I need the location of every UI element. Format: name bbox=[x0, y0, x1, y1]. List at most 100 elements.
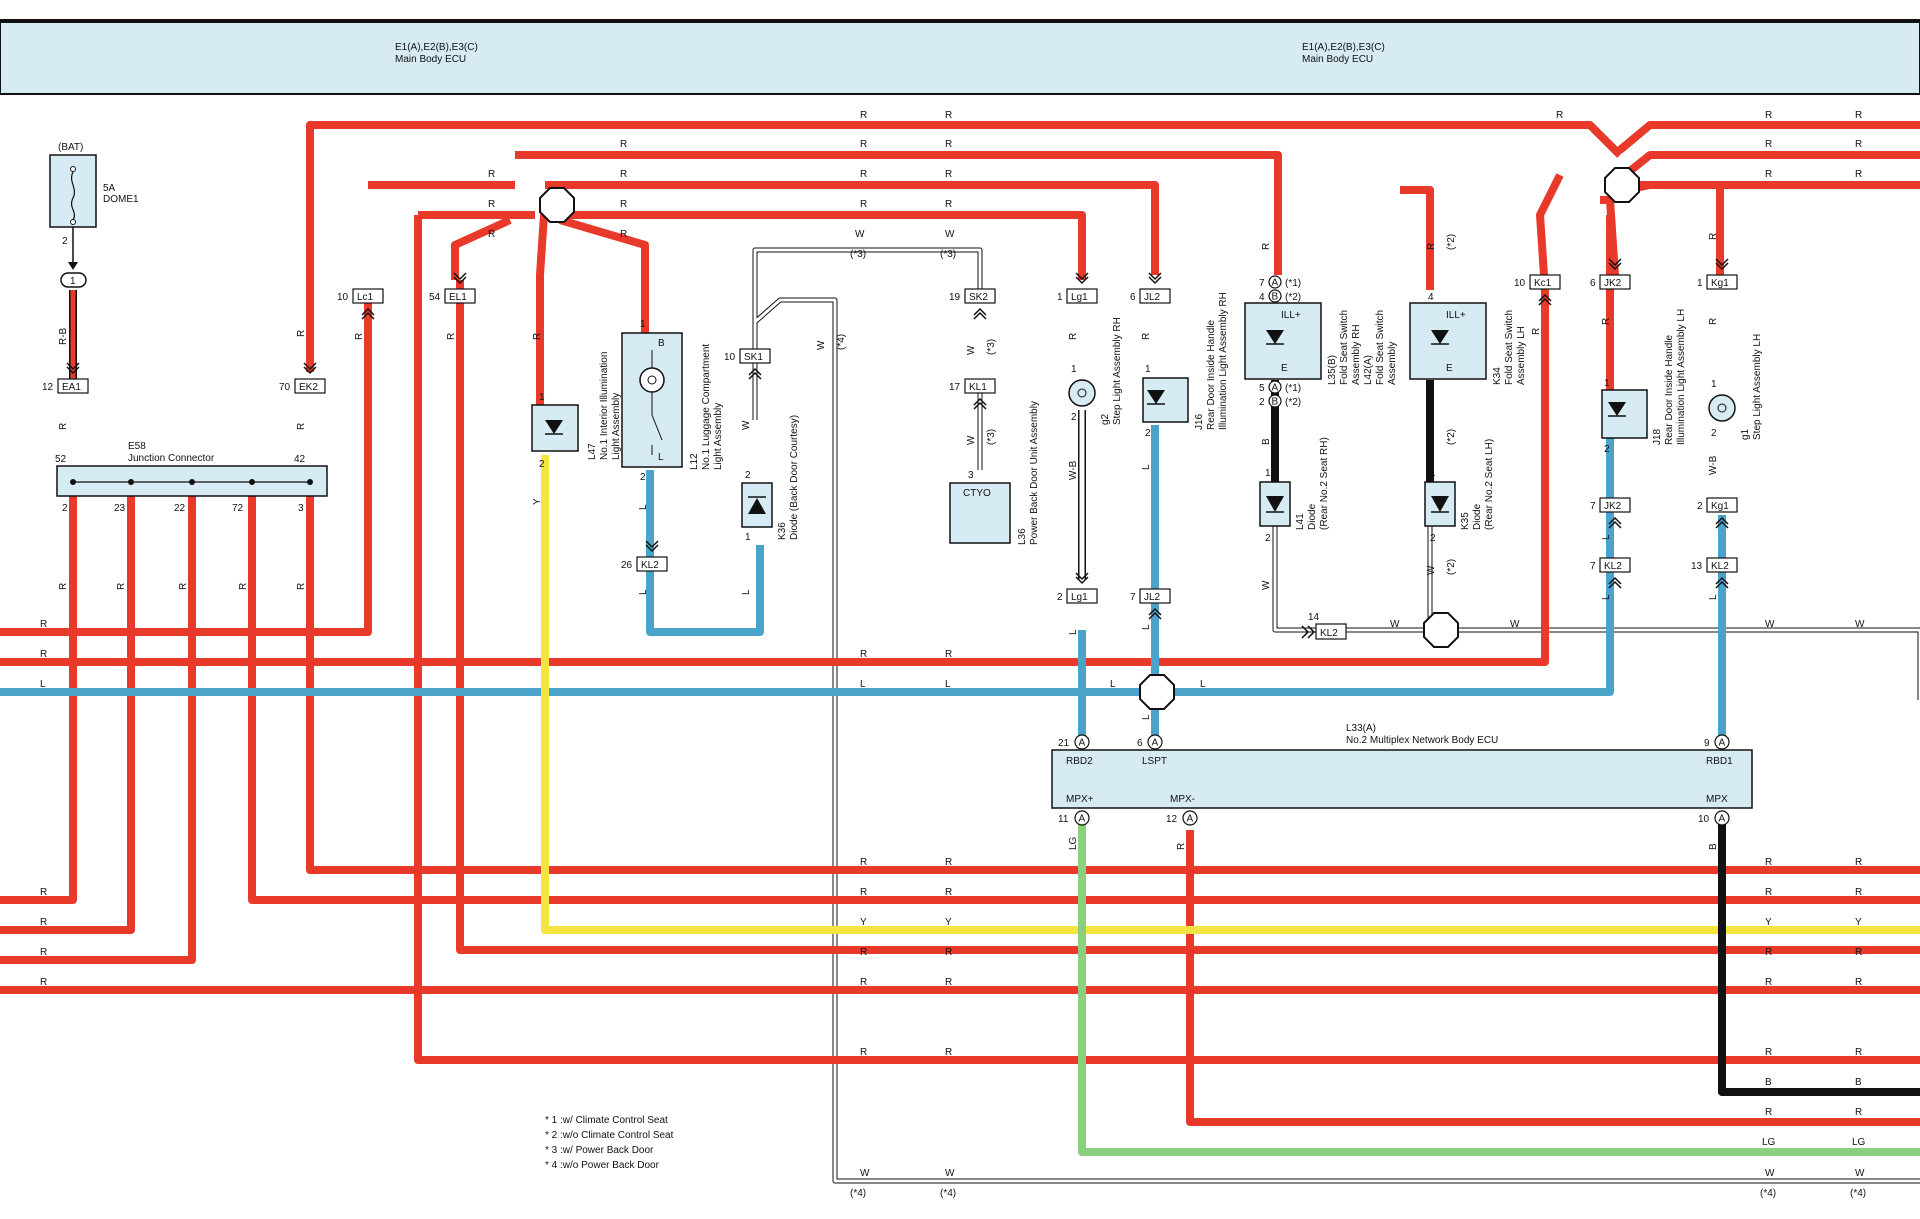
l12-name1: No.1 Luggage Compartment bbox=[701, 344, 712, 470]
connector-box bbox=[352, 288, 384, 304]
note-2: * 2 :w/o Climate Control Seat bbox=[545, 1130, 674, 1141]
connector-box bbox=[1139, 588, 1171, 604]
wire-color-label: LG bbox=[1762, 1137, 1776, 1148]
wire-color-label: W bbox=[860, 1168, 870, 1179]
connector-name: JL2 bbox=[1144, 592, 1161, 603]
wire-color-label: Y bbox=[532, 498, 543, 505]
wire-color-label: B bbox=[1261, 438, 1272, 445]
connector-name: SK2 bbox=[969, 292, 988, 303]
k36-name: Diode (Back Door Courtesy) bbox=[789, 415, 800, 540]
connector-box bbox=[1066, 588, 1098, 604]
terminal-pin: 12 bbox=[1166, 814, 1178, 825]
l12-code: L12 bbox=[689, 453, 700, 470]
wire-color-label: R bbox=[1765, 139, 1772, 150]
connector-pin: 13 bbox=[1691, 561, 1703, 572]
wire-color-label: R bbox=[238, 583, 249, 590]
ecu-terminal: A12 bbox=[1166, 810, 1198, 826]
k35-name1: Diode bbox=[1472, 503, 1483, 530]
l47-code: L47 bbox=[587, 443, 598, 460]
connector-name: Kg1 bbox=[1711, 278, 1729, 289]
g2-code: g2 bbox=[1100, 413, 1111, 425]
l36-body bbox=[949, 482, 1011, 544]
connector-chevron-icon bbox=[1608, 258, 1622, 271]
terminal-note: (*1) bbox=[1285, 278, 1301, 289]
l12-pin-b: B bbox=[658, 338, 665, 349]
wire-color-label: B bbox=[1765, 1077, 1772, 1088]
terminal-note: (*2) bbox=[1285, 397, 1301, 408]
connector-chevron-icon bbox=[1301, 625, 1316, 639]
led-icon bbox=[1608, 402, 1626, 416]
connector-pin: 1 bbox=[1697, 278, 1703, 289]
wire-color-label: R bbox=[1855, 1107, 1862, 1118]
terminal-pin: 2 bbox=[1259, 397, 1265, 408]
wire-color-label: R bbox=[1855, 977, 1862, 988]
wire-color-label: R bbox=[860, 110, 867, 121]
led-icon bbox=[1147, 390, 1165, 404]
l47-pin-2: 2 bbox=[539, 459, 545, 470]
fuse-name: DOME1 bbox=[103, 194, 139, 205]
splice-w bbox=[1423, 612, 1459, 648]
wire-color-label: L bbox=[1601, 594, 1612, 600]
wire-color-label: W-B bbox=[1068, 460, 1079, 480]
wire-color-label: R bbox=[40, 977, 47, 988]
wire-color-label: R bbox=[1855, 857, 1862, 868]
l36-pin-label: CTYO bbox=[963, 488, 991, 499]
wire-color-label: W bbox=[1855, 619, 1865, 630]
splice-connector-1-label: 1 bbox=[70, 276, 76, 287]
terminal-note: (*2) bbox=[1285, 292, 1301, 303]
connector-name: EL1 bbox=[449, 292, 467, 303]
connector-pin: 26 bbox=[621, 560, 633, 571]
terminal-note: (*1) bbox=[1285, 383, 1301, 394]
connector-box bbox=[294, 378, 326, 394]
terminal-pin: 4 bbox=[1259, 292, 1265, 303]
wire-color-label: R bbox=[1765, 169, 1772, 180]
terminal-pin: 6 bbox=[1137, 738, 1143, 749]
connector-pin: 6 bbox=[1130, 292, 1136, 303]
wire-color-label: R bbox=[860, 857, 867, 868]
header-left-code: E1(A),E2(B),E3(C) bbox=[395, 42, 478, 53]
terminal-letter: B bbox=[1272, 397, 1279, 408]
wire-color-label: L bbox=[1601, 534, 1612, 540]
l42-name1: Fold Seat Switch bbox=[1375, 310, 1386, 385]
wire-color-label: R bbox=[945, 887, 952, 898]
terminal-letter: B bbox=[1272, 292, 1279, 303]
wire-color-label: R bbox=[1708, 233, 1719, 240]
connector-pin: 7 bbox=[1590, 561, 1596, 572]
connector-chevron-icon bbox=[66, 362, 80, 375]
j18-pin-1: 1 bbox=[1604, 378, 1610, 389]
j16-pin-1: 1 bbox=[1145, 364, 1151, 375]
splice-points bbox=[539, 167, 1640, 710]
e58-node bbox=[70, 479, 76, 485]
connector-chevron-icon bbox=[1148, 272, 1162, 285]
wire-color-label: R bbox=[1765, 1107, 1772, 1118]
l47-name1: No.1 Interior Illumination bbox=[599, 352, 610, 460]
fuse-node-bottom bbox=[70, 219, 76, 225]
l12-pin-l: L bbox=[658, 452, 664, 463]
wire-color-label: Y bbox=[1855, 917, 1862, 928]
wire-color-label: R bbox=[296, 330, 307, 337]
fuse-source: (BAT) bbox=[58, 142, 83, 153]
j18-name2: Illumination Light Assembly LH bbox=[1676, 309, 1687, 445]
terminal-circle bbox=[1714, 810, 1730, 826]
connector-chevron-icon bbox=[1608, 516, 1622, 529]
terminal-pin: 5 bbox=[1259, 383, 1265, 394]
fuse-rating: 5A bbox=[103, 183, 116, 194]
wire-color-label: R bbox=[860, 977, 867, 988]
connector-pin: 70 bbox=[279, 382, 291, 393]
wire-color-label: R bbox=[1261, 243, 1272, 250]
wire-color-label: Y bbox=[945, 917, 952, 928]
j16-name1: Rear Door Inside Handle bbox=[1206, 320, 1217, 430]
k34-pin: 2 bbox=[1428, 383, 1434, 394]
l35-terminal: B4 (*2) bbox=[1259, 289, 1301, 303]
terminal-circle bbox=[1714, 734, 1730, 750]
l35-terminal: A7(*1) bbox=[1259, 275, 1301, 289]
connector-name: Kg1 bbox=[1711, 501, 1729, 512]
ecu-body bbox=[1051, 749, 1753, 809]
fuse-dome1: (BAT) 5A DOME1 2 1 bbox=[49, 142, 139, 288]
